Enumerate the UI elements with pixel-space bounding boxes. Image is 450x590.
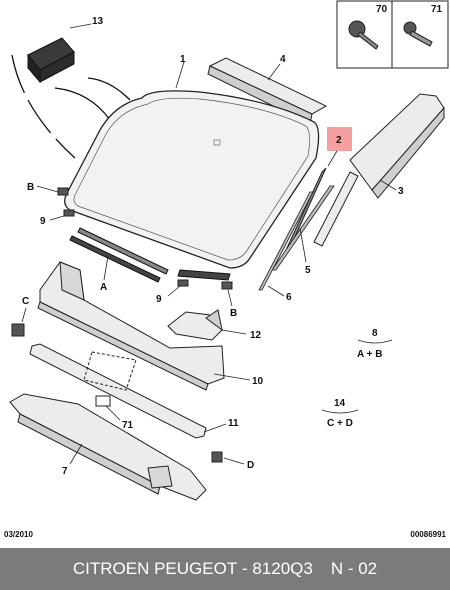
label-D: D [247, 460, 254, 471]
part-11-cross-member [29, 343, 207, 439]
footer-doc-id: 00086991 [410, 530, 446, 539]
part-13-cords [11, 54, 131, 159]
clip-B-left [57, 187, 69, 196]
footer-brand: CITROEN PEUGEOT [72, 559, 238, 578]
fastener-D [211, 451, 223, 463]
footer-separator: - [237, 559, 253, 578]
clip-9-left [63, 209, 75, 217]
screw-70-icon [348, 20, 379, 50]
footer-bar: CITROEN PEUGEOT - 8120Q3 N - 02 [0, 548, 450, 590]
label-8: 8 [372, 328, 378, 339]
label-B-left: B [27, 182, 34, 193]
clip-71 [95, 395, 111, 407]
label-B-bottom: B [230, 308, 237, 319]
part-3-pillar-trim [313, 93, 445, 247]
clip-B-bottom [221, 281, 233, 290]
label-5: 5 [305, 265, 311, 276]
label-70: 70 [376, 4, 388, 15]
rivet-71-icon [403, 21, 433, 47]
parts-diagram: 70 71 13 4 1 3 2 [9, 0, 449, 501]
highlight-2-box [327, 127, 352, 151]
label-10: 10 [252, 376, 264, 387]
part-5-strip [271, 185, 335, 271]
part-7-lower-frame [9, 393, 207, 501]
label-9-bottom: 9 [156, 294, 162, 305]
label-9-left: 9 [40, 216, 46, 227]
label-12: 12 [250, 330, 262, 341]
fastener-C [11, 323, 25, 337]
label-2: 2 [336, 135, 342, 146]
part-13-foam-block [27, 37, 75, 84]
kit-8-contents: A + B [357, 349, 382, 360]
label-13: 13 [92, 16, 104, 27]
label-71-inset: 71 [431, 4, 443, 15]
label-6: 6 [286, 292, 292, 303]
label-3: 3 [398, 186, 404, 197]
label-14: 14 [334, 398, 346, 409]
kit-8: 8 A + B [357, 328, 393, 360]
label-4: 4 [280, 54, 286, 65]
part-6-strip [258, 191, 314, 291]
footer-part-number: 8120Q3 [252, 559, 313, 578]
label-11: 11 [228, 418, 239, 429]
label-71-bottom: 71 [122, 420, 134, 431]
label-1: 1 [180, 54, 186, 65]
part-10-cowl-panel [37, 261, 225, 391]
label-7: 7 [62, 466, 68, 477]
footer-sheet: N - 02 [330, 559, 378, 578]
part-A-lower-seal [69, 227, 231, 283]
kit-14: 14 C + D [321, 398, 359, 429]
footer-date: 03/2010 [4, 530, 33, 539]
kit-14-contents: C + D [327, 418, 353, 429]
label-C: C [22, 296, 29, 307]
label-A: A [100, 282, 107, 293]
clip-9-bottom [177, 279, 189, 287]
part-12-bracket [167, 309, 223, 341]
